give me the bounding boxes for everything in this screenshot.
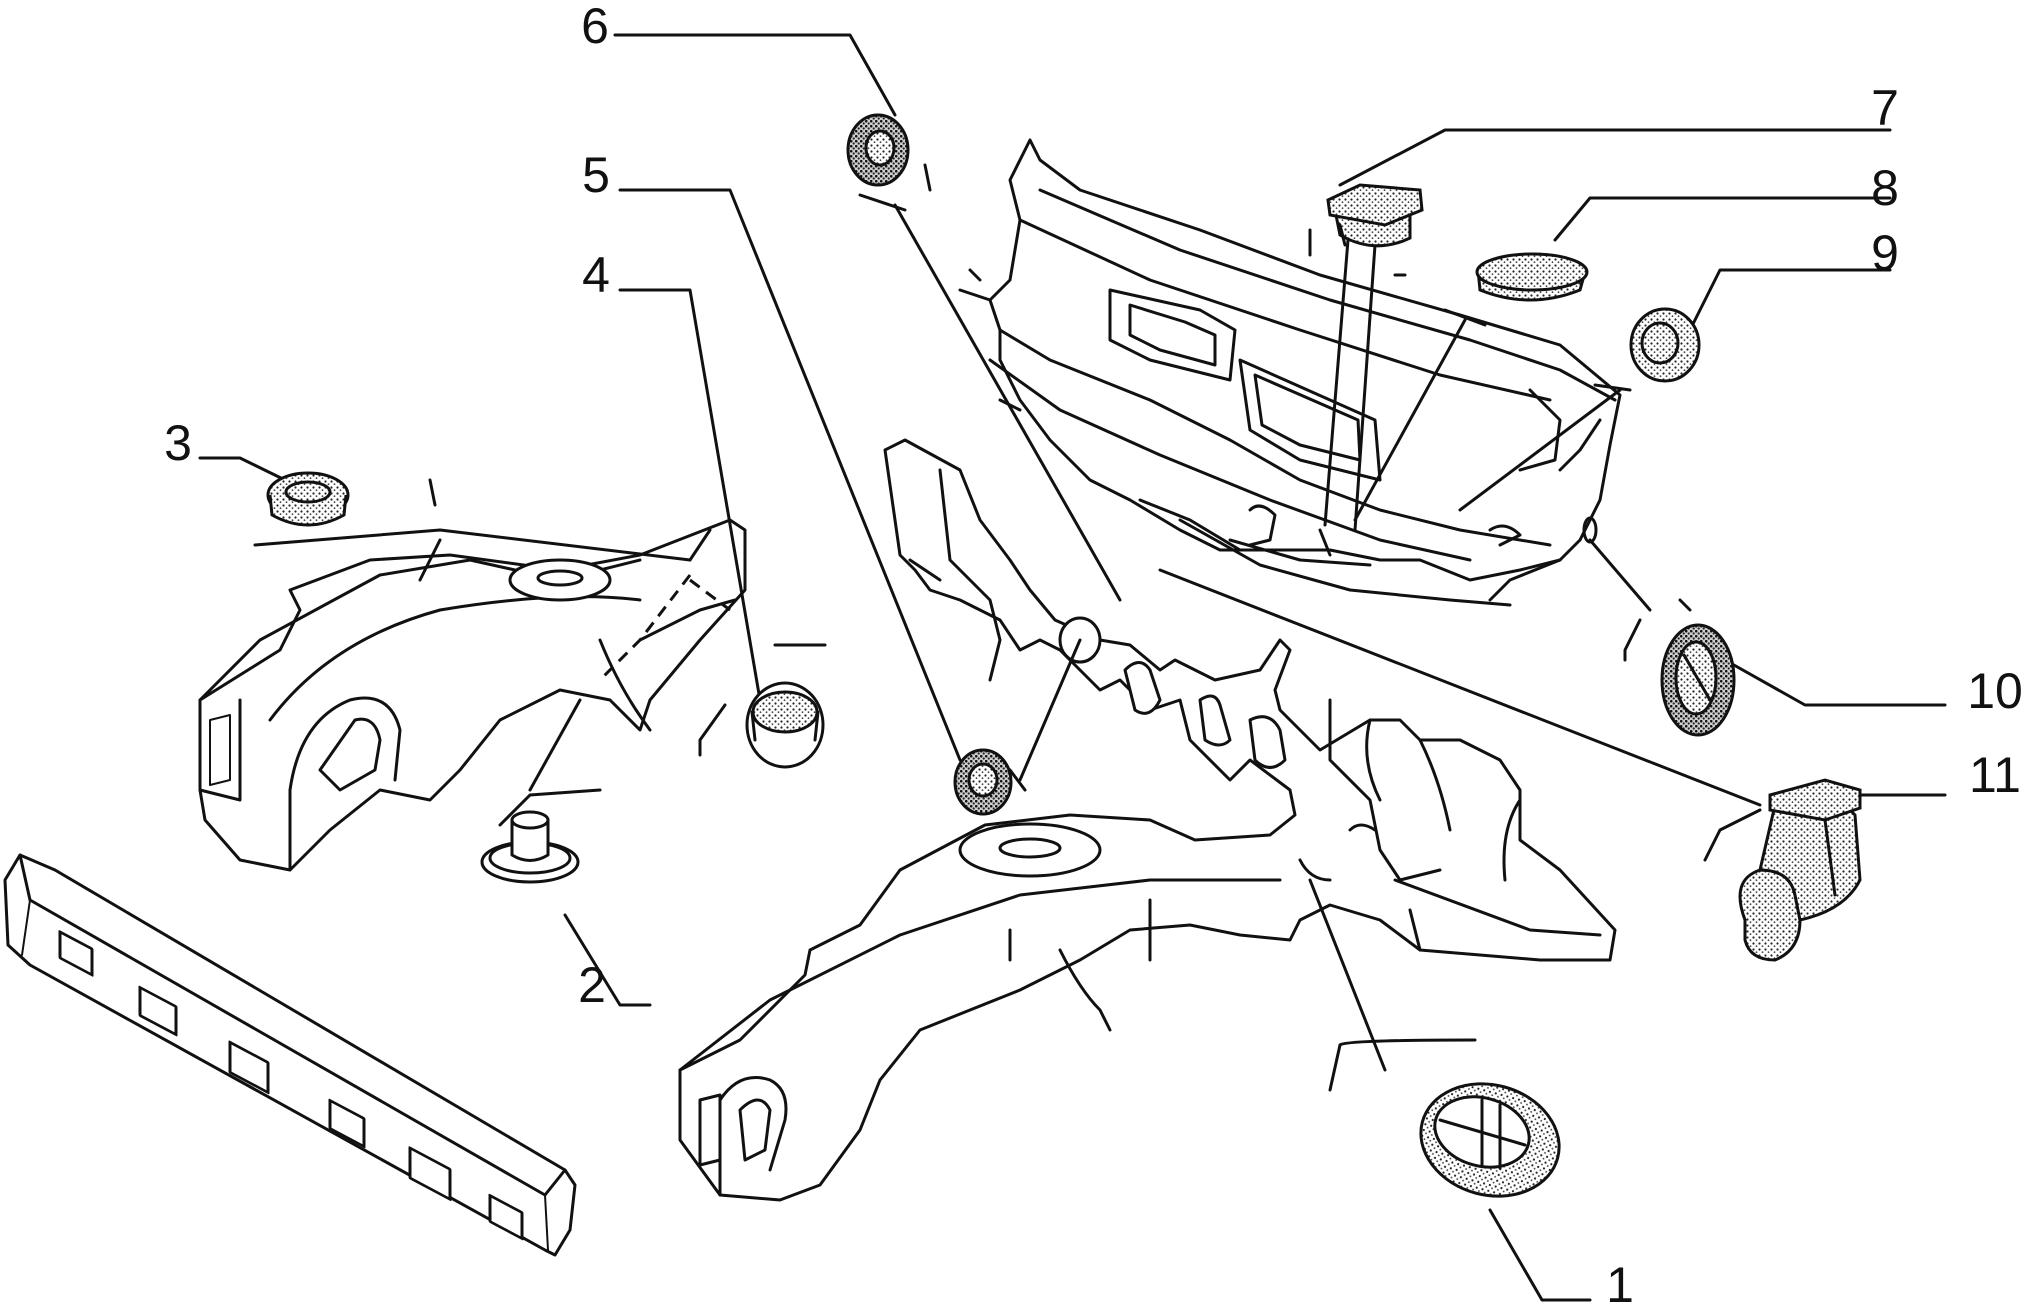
- duct-11: [1738, 778, 1862, 962]
- callout-8: 8: [1871, 160, 1899, 216]
- callout-1: 1: [1606, 1257, 1634, 1307]
- right-wheel-arch: [678, 438, 1617, 1202]
- firewall-panel: [958, 138, 1622, 607]
- grommet-9: [1629, 307, 1701, 383]
- callout-5: 5: [582, 147, 610, 203]
- callout-6: 6: [581, 0, 609, 54]
- callout-labels: 1 2 3 4 5 6 7 8 9 10 11: [164, 0, 2023, 1307]
- callout-4: 4: [582, 247, 610, 303]
- callout-9: 9: [1871, 225, 1899, 281]
- front-cross-member: [3, 853, 577, 1257]
- grommet-10: [1660, 623, 1736, 737]
- plug-3: [266, 471, 350, 527]
- callout-3: 3: [164, 415, 192, 471]
- left-wheel-arch: [198, 518, 747, 872]
- leader-lines: [198, 33, 1947, 1302]
- callout-2: 2: [578, 957, 606, 1013]
- grommet-4: [745, 681, 825, 769]
- grommet-6: [846, 113, 910, 187]
- plug-2: [480, 810, 580, 884]
- grommet-5: [953, 748, 1013, 816]
- grommet-1: [1419, 1082, 1561, 1198]
- callout-11: 11: [1969, 747, 2021, 803]
- plug-7: [1326, 183, 1424, 248]
- pad-8: [1475, 252, 1589, 302]
- callout-7: 7: [1871, 80, 1899, 136]
- callout-10: 10: [1967, 663, 2023, 719]
